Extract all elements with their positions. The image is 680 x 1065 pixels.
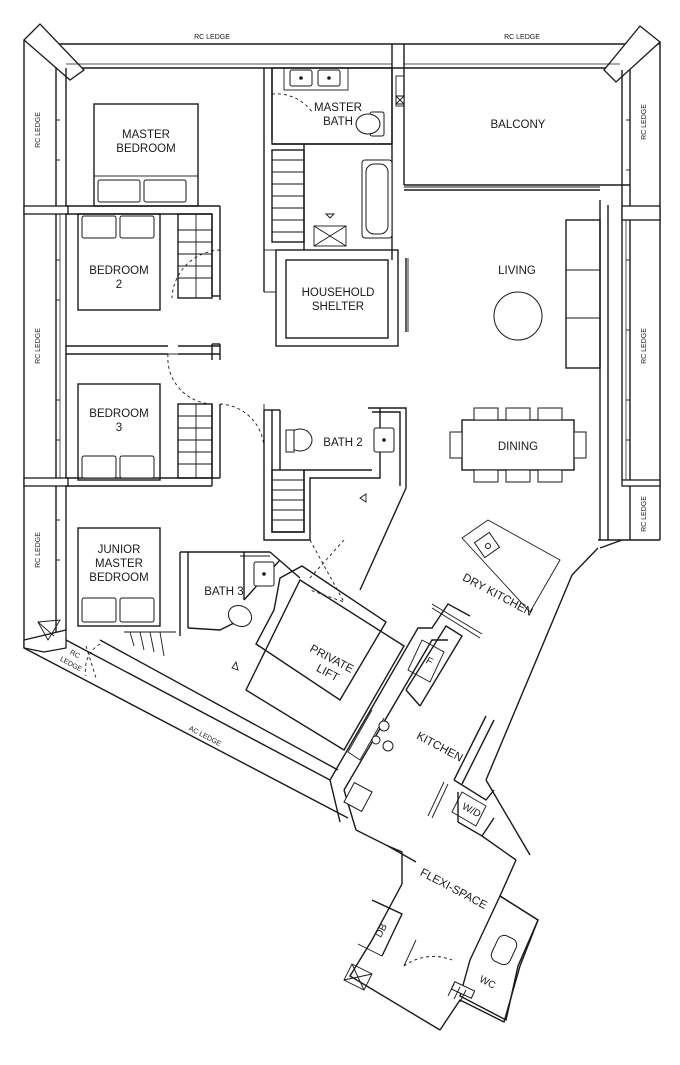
rc-ledge-left-2-label: RC LEDGE <box>35 328 42 364</box>
bedroom3-label-1: BEDROOM <box>89 408 148 420</box>
bath2-label: BATH 2 <box>323 437 362 449</box>
master-bath-label-1: MASTER <box>314 102 362 114</box>
windows <box>59 63 627 480</box>
master-bath-label-2: BATH <box>323 116 353 128</box>
junior-master-label-1: JUNIOR <box>98 544 141 556</box>
db-label: DB <box>374 922 390 940</box>
dining-label: DINING <box>498 441 538 453</box>
living-furniture <box>449 219 601 483</box>
rc-ledge-left-1-label: RC LEDGE <box>35 112 42 148</box>
wd-label: W/D <box>460 801 482 820</box>
dry-kitchen-label: DRY KITCHEN <box>460 572 534 619</box>
rc-ledge-top-right-label: RC LEDGE <box>504 34 540 41</box>
bedroom3-label-2: 3 <box>116 422 122 434</box>
kitchen-label: KITCHEN <box>414 730 464 764</box>
rc-ledge-bottom-label-1: RC <box>69 649 81 660</box>
bedroom2-label-2: 2 <box>116 279 122 291</box>
outer-walls <box>23 23 662 856</box>
balcony-label: BALCONY <box>491 119 546 131</box>
bath-fixtures <box>227 67 405 671</box>
beds <box>77 103 213 657</box>
rc-ledge-right-2-label: RC LEDGE <box>641 328 648 364</box>
junior-master-label-3: BEDROOM <box>89 572 148 584</box>
bath3-label: BATH 3 <box>204 586 243 598</box>
doors <box>84 249 453 967</box>
rc-ledge-left-3-label: RC LEDGE <box>35 532 42 568</box>
junior-master-label-2: MASTER <box>95 558 143 570</box>
rc-ledge-right-3-label: RC LEDGE <box>641 496 648 532</box>
master-bedroom-label-2: BEDROOM <box>116 143 175 155</box>
rc-ledge-right-1-label: RC LEDGE <box>641 104 648 140</box>
living-label: LIVING <box>498 265 536 277</box>
flexi-space-label: FLEXI-SPACE <box>418 867 489 912</box>
household-shelter-label-2: SHELTER <box>312 301 364 313</box>
fridge-label: F <box>424 656 435 669</box>
room-labels: RC LEDGE RC LEDGE RC LEDGE RC LEDGE RC L… <box>35 34 648 992</box>
master-bedroom-label-1: MASTER <box>122 129 170 141</box>
rc-ledge-bottom-label-2: LEDGE <box>59 656 84 673</box>
wc-label: WC <box>477 974 497 992</box>
bedroom2-label-1: BEDROOM <box>89 265 148 277</box>
household-shelter-label-1: HOUSEHOLD <box>302 287 375 299</box>
rc-ledge-top-left-label: RC LEDGE <box>194 34 230 41</box>
